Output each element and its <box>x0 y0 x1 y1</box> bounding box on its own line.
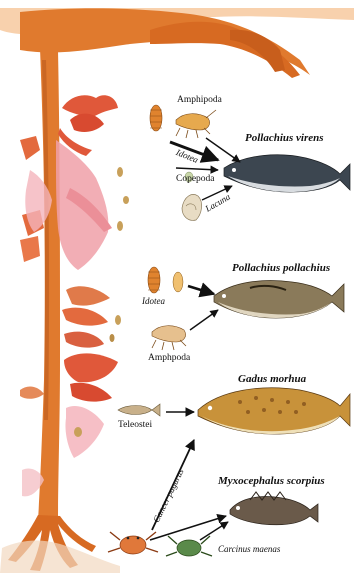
label-teleostei: Teleostei <box>118 421 152 431</box>
label-amphpoda: Amphpoda <box>148 354 190 364</box>
arrow-idotea-to-pollachius-pollachius <box>188 286 214 294</box>
label-pollachius-virens: Pollachius virens <box>245 133 324 144</box>
label-pollachius-pollachius: Pollachius pollachius <box>232 263 330 274</box>
label-copepoda: Copepoda <box>176 175 215 185</box>
label-gadus-morhua: Gadus morhua <box>238 374 306 385</box>
carcinus-maenas-crab-icon <box>166 536 212 556</box>
idotea-mid-icon <box>148 267 183 293</box>
cancer-pagurus-crab-icon <box>108 532 158 554</box>
pollachius-pollachius-fish-icon <box>214 281 344 318</box>
amphipoda-top-icon <box>176 110 216 138</box>
amphpoda-mid-icon <box>152 326 186 350</box>
pollachius-virens-fish-icon <box>224 155 350 192</box>
label-myxocephalus-scorpius: Myxocephalus scorpius <box>218 476 325 487</box>
arrow-copepoda-to-pollachius-virens <box>176 168 218 170</box>
arrow-carcinus-maenas-to-myxocephalus-scorpius <box>200 522 228 540</box>
kelp-holdfast <box>0 515 120 573</box>
idotea-top-icon <box>150 105 162 131</box>
label-carcinus-maenas: Carcinus maenas <box>218 545 280 554</box>
label-idotea-mid: Idotea <box>142 297 165 306</box>
gadus-morhua-fish-icon <box>198 388 350 434</box>
teleostei-icon <box>118 404 160 416</box>
arrow-amphpoda-to-pollachius-pollachius <box>190 310 218 330</box>
myxocephalus-scorpius-fish-icon <box>230 492 318 525</box>
kelp-stipe <box>38 48 60 520</box>
label-amphipoda: Amphipoda <box>177 96 222 106</box>
lacuna-icon <box>182 195 202 221</box>
